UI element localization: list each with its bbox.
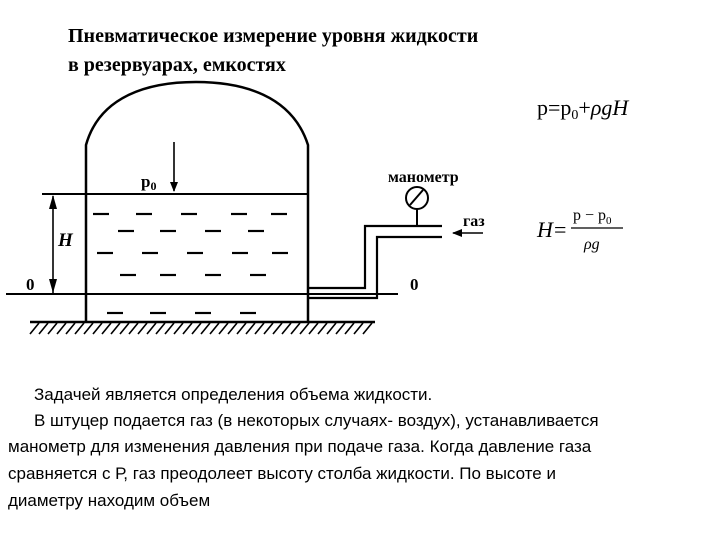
height-formula: H = p − p0 ρg <box>536 207 623 253</box>
p0-label: p0 <box>141 172 156 193</box>
slide-title-line-2: в резервуарах, емкостях <box>68 54 286 76</box>
tank-outline <box>84 80 310 322</box>
body-text-line-3: манометр для изменения давления при пода… <box>8 437 592 456</box>
liquid-dashes <box>93 212 288 315</box>
pressure-formula: p=p0+ρgH <box>537 95 629 123</box>
body-text-line-4: сравняется с Р, газ преодолеет высоту ст… <box>8 464 556 483</box>
height-label: H <box>57 230 74 251</box>
svg-text:H: H <box>536 217 554 242</box>
body-text-line-5: диаметру находим объем <box>8 491 211 510</box>
svg-text:ρg: ρg <box>583 236 600 253</box>
svg-text:=: = <box>554 217 566 242</box>
body-text-line-1: Задачей является определения объема жидк… <box>34 385 433 404</box>
ground-hatching <box>29 322 373 335</box>
zero-label-right: 0 <box>410 275 419 294</box>
slide-title-line-1: Пневматическое измерение уровня жидкости <box>68 25 479 47</box>
svg-text:p − p0: p − p0 <box>573 207 612 227</box>
gas-pipe <box>308 224 442 290</box>
zero-label-left: 0 <box>26 275 35 294</box>
gas-label: газ <box>463 213 485 230</box>
body-text-line-2: В штуцер подается газ (в некоторых случа… <box>34 411 599 430</box>
manometer-label: манометр <box>388 169 459 186</box>
